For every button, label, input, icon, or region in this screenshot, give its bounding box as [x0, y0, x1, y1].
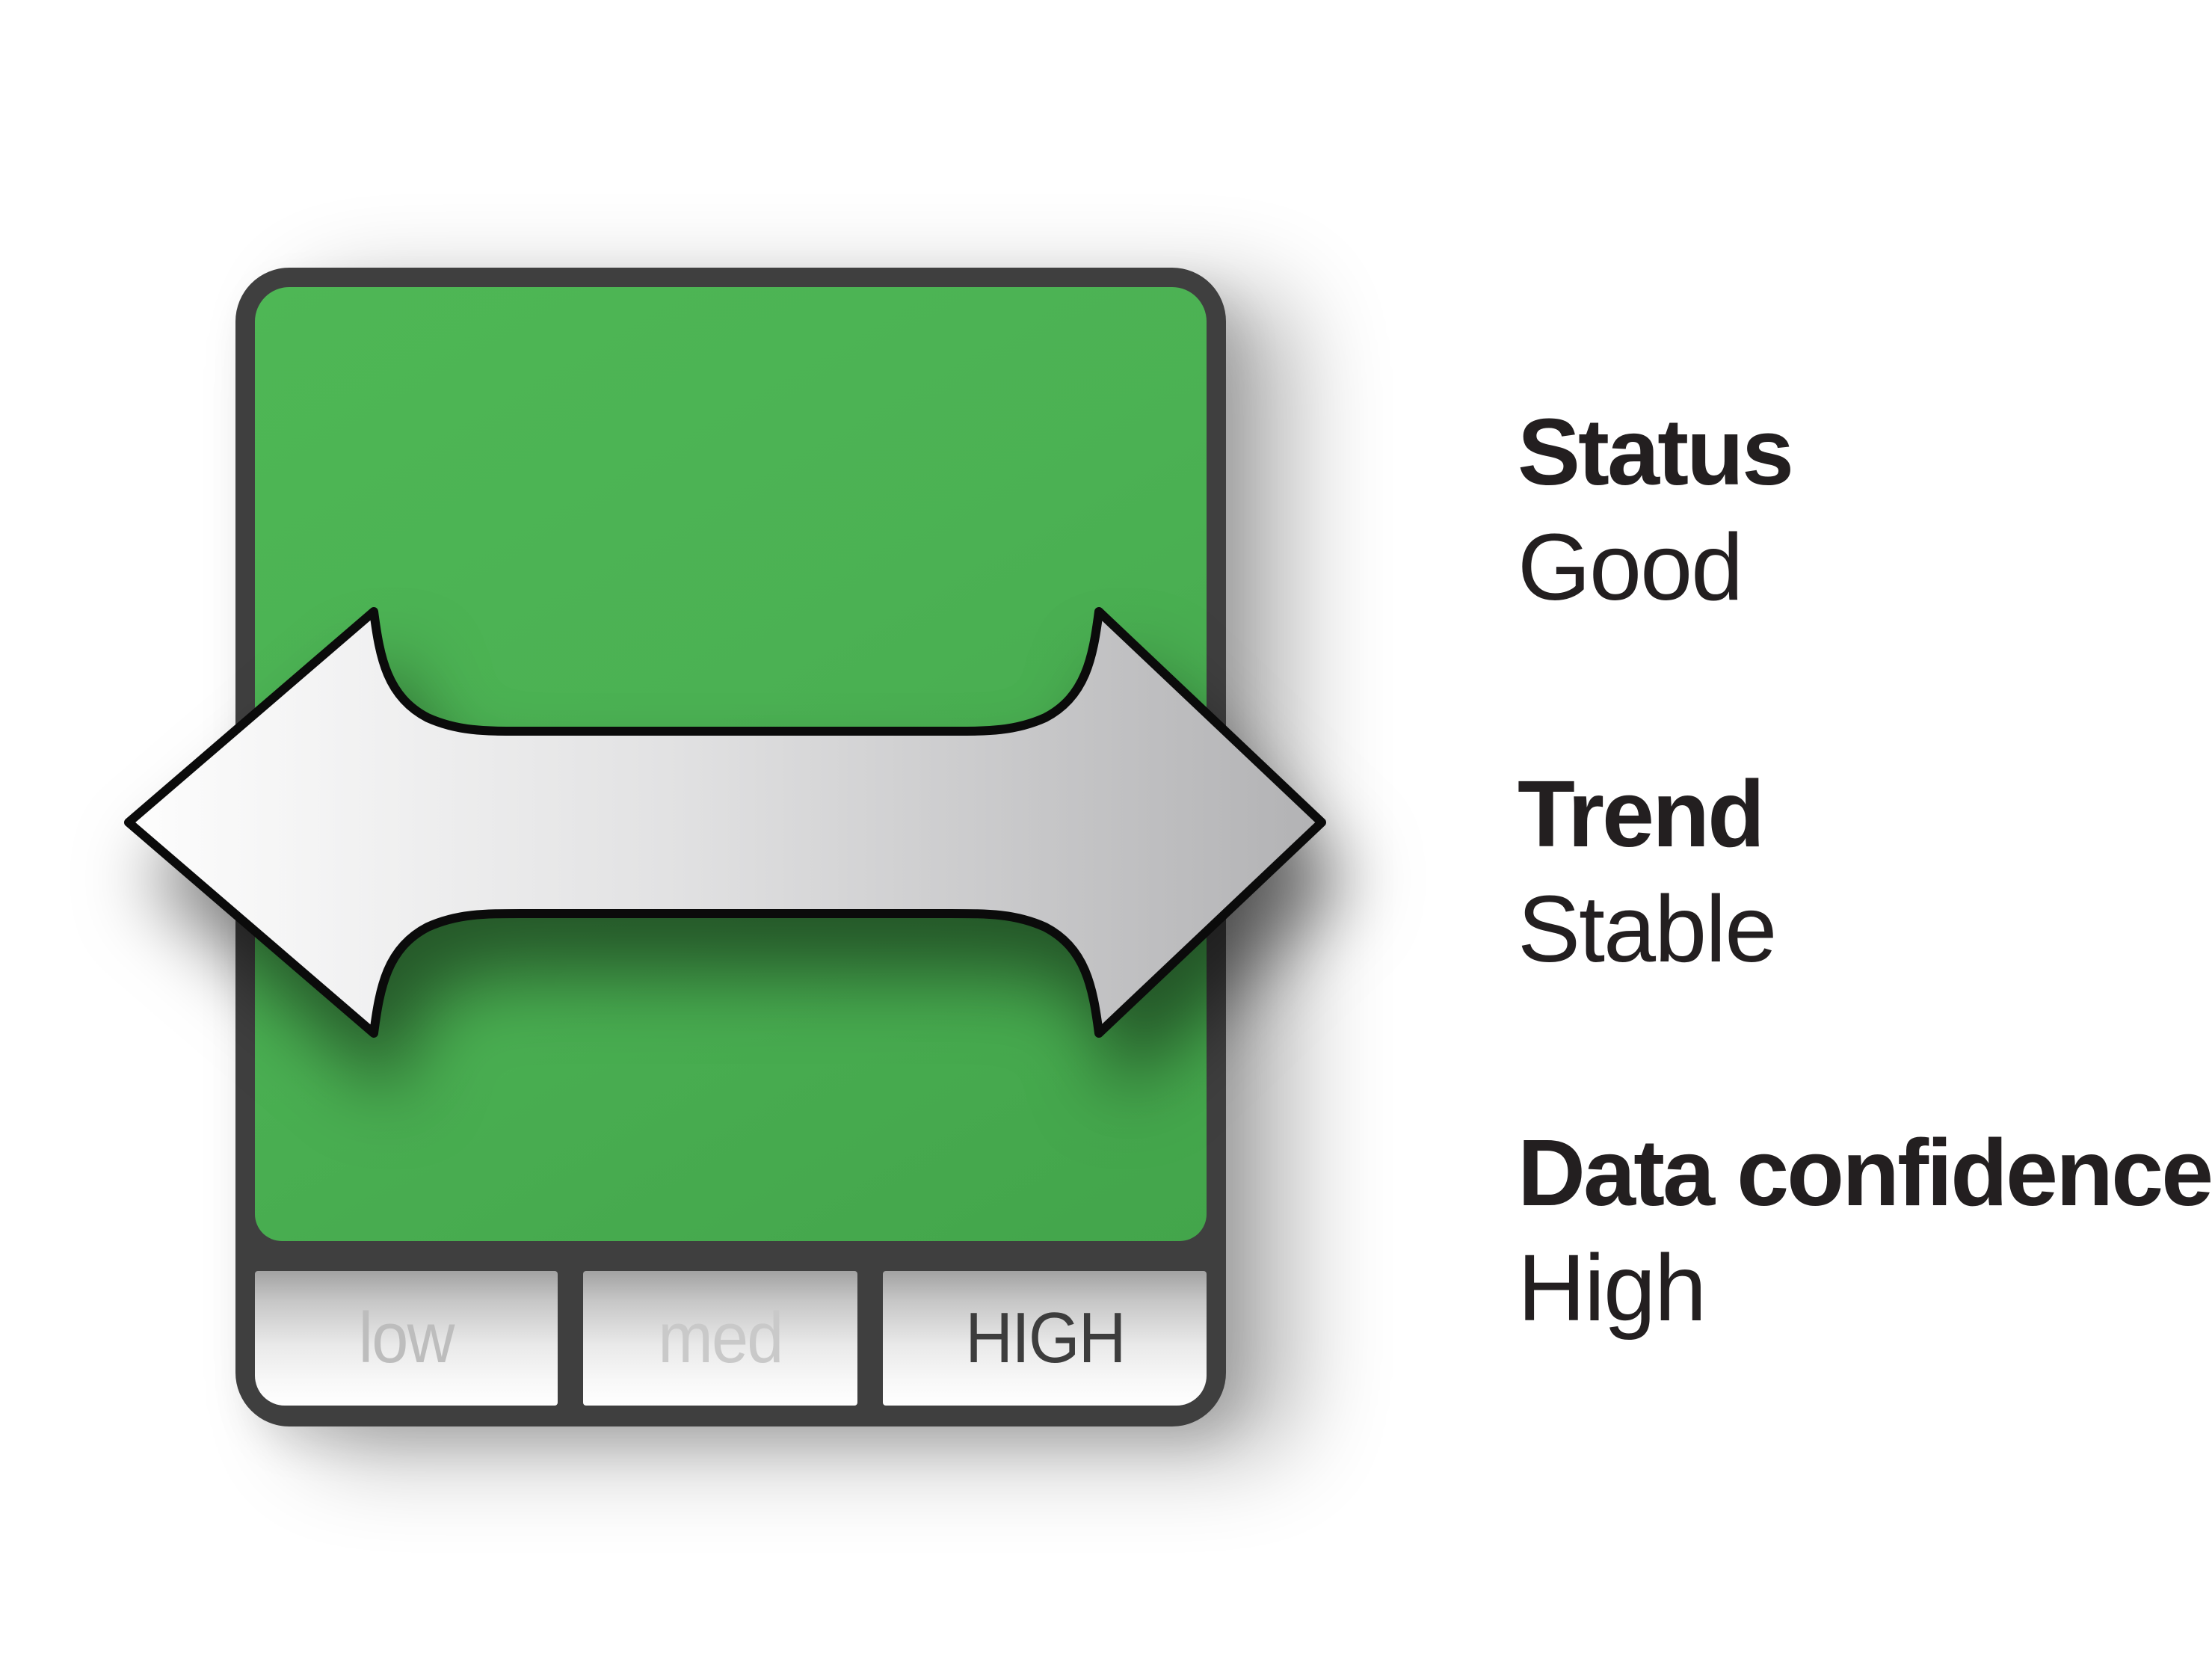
status-level-panel: [255, 287, 1207, 1241]
status-label: Status: [1518, 399, 1794, 505]
data-confidence-value: High: [1518, 1235, 1707, 1341]
data-confidence-meter: low med HIGH: [255, 1271, 1207, 1406]
trend-group: Trend Stable: [1518, 757, 1777, 987]
data-confidence-group: Data confidence High: [1518, 1115, 2212, 1346]
confidence-segment-label: HIGH: [964, 1298, 1126, 1378]
confidence-segment-label: low: [358, 1298, 455, 1378]
data-confidence-label: Data confidence: [1518, 1120, 2212, 1225]
confidence-segment-low: low: [255, 1271, 558, 1406]
segment-divider: [857, 1271, 883, 1406]
segment-divider: [558, 1271, 583, 1406]
confidence-segment-med: med: [583, 1271, 857, 1406]
confidence-segment-high: HIGH: [883, 1271, 1207, 1406]
confidence-segment-label: med: [658, 1298, 783, 1378]
status-value: Good: [1518, 514, 1743, 620]
trend-value: Stable: [1518, 876, 1777, 982]
trend-label: Trend: [1518, 761, 1765, 867]
status-card: low med HIGH: [235, 268, 1226, 1426]
status-group: Status Good: [1518, 395, 1794, 625]
